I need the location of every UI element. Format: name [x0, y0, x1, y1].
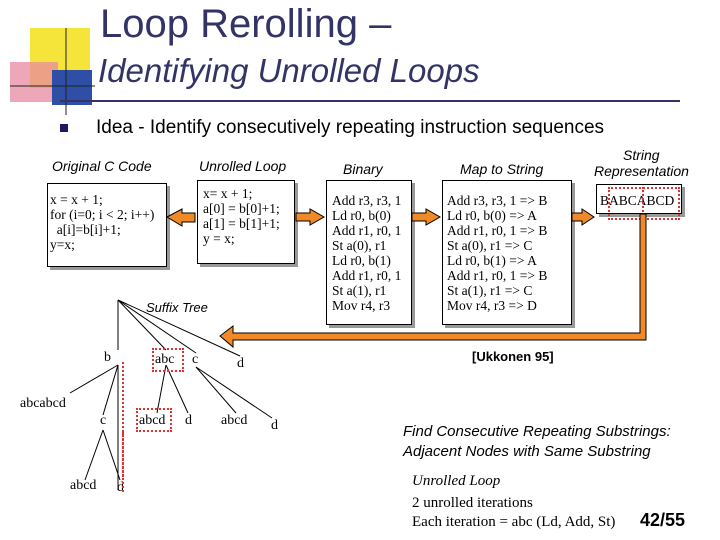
arrow-binary-to-map: [411, 208, 442, 226]
tree-node-d: d: [271, 418, 278, 433]
tree-node-abcabcd: abcabcd: [20, 396, 66, 411]
deco-pink-square: [10, 62, 58, 102]
tree-node-d: d: [185, 413, 192, 428]
binary-code-line: Mov r4, r3: [332, 298, 391, 313]
note-unrolled-loop: Unrolled Loop: [412, 473, 501, 489]
original-code-line: a[i]=b[i]+1;: [50, 222, 121, 237]
map-code-line: St a(0), r1 => C: [447, 238, 533, 253]
bullet-text: Idea - Identify consecutively repeating …: [96, 117, 605, 138]
header-unrolled-loop: Unrolled Loop: [199, 158, 287, 174]
map-to-string-box: [442, 180, 572, 325]
binary-code-line: St a(0), r1: [332, 238, 387, 253]
slide-title-line1: Loop Rerolling –: [100, 2, 392, 46]
arrow-string-to-suffix-tree: [219, 213, 647, 349]
map-code-line: Ld r0, b(1) => A: [447, 253, 537, 268]
tree-node-c: c: [192, 352, 199, 367]
arrow-unrolled-to-original: [165, 208, 196, 227]
unrolled-code-line: a[1] = b[1]+1;: [203, 216, 280, 231]
arrow-unrolled-to-binary: [295, 208, 326, 226]
map-code-line: Add r1, r0, 1 => B: [447, 268, 548, 283]
string-representation-text: BABCABCD: [600, 193, 675, 208]
binary-code-line: Add r3, r3, 1: [332, 193, 402, 208]
header-binary: Binary: [343, 161, 383, 177]
tree-highlight-lower-left: [122, 432, 124, 480]
tree-node-abcd: abcd: [70, 478, 97, 493]
tree-node-abcd: abcd: [221, 413, 248, 428]
tree-highlight-abc: [152, 348, 184, 372]
find-text-line2: Adjacent Nodes with Same Substring: [403, 443, 651, 460]
tree-node-d: d: [237, 356, 244, 371]
tree-node-abcd: abcd: [139, 413, 166, 428]
header-string-rep-line2: Representation: [594, 163, 689, 179]
map-code-line: Add r3, r3, 1 => B: [447, 193, 548, 208]
tree-node-b: b: [104, 350, 111, 365]
tree-node-abc: abc: [155, 352, 175, 367]
header-string-rep-line1: String: [623, 147, 660, 163]
tree-node-c: c: [100, 413, 107, 428]
map-code-line: Mov r4, r3 => D: [447, 298, 537, 313]
original-code-box: [47, 183, 167, 267]
find-text-line1: Find Consecutive Repeating Substrings:: [403, 423, 671, 440]
title-decoration: [10, 28, 95, 115]
slide-title-line2: Identifying Unrolled Loops: [98, 52, 480, 89]
binary-code-line: Ld r0, b(0): [332, 208, 391, 223]
original-code-line: y=x;: [50, 237, 75, 252]
header-map-to-string: Map to String: [460, 161, 544, 177]
original-code-line: x = x + 1;: [50, 192, 103, 207]
deco-blue-square: [52, 70, 92, 105]
tree-node-d: d: [117, 480, 124, 495]
tree-highlight-vertical: [122, 362, 124, 492]
map-code-line: Add r1, r0, 1 => B: [447, 223, 548, 238]
suffix-tree-edges: [69, 299, 273, 490]
map-code-line: St a(1), r1 => C: [447, 283, 533, 298]
unrolled-code-line: x= x + 1;: [203, 186, 253, 201]
binary-code-line: St a(1), r1: [332, 283, 387, 298]
original-code-line: for (i=0; i < 2; i++): [50, 207, 155, 222]
note-each-iteration: Each iteration = abc (Ld, Add, St): [412, 514, 616, 530]
binary-code-line: Ld r0, b(1): [332, 253, 391, 268]
page-number: 42/55: [640, 510, 686, 530]
binary-code-line: Add r1, r0, 1: [332, 268, 402, 283]
title-underline: [60, 100, 680, 102]
map-code-line: Ld r0, b(0) => A: [447, 208, 537, 223]
arrow-map-to-string: [571, 208, 595, 226]
citation-ukkonen: [Ukkonen 95]: [472, 349, 554, 364]
unrolled-code-line: a[0] = b[0]+1;: [203, 201, 280, 216]
binary-code-box: [326, 180, 412, 325]
suffix-tree-title: Suffix Tree: [146, 300, 208, 315]
header-original-c-code: Original C Code: [52, 158, 152, 174]
string-representation-box: [596, 184, 682, 214]
binary-code-line: Add r1, r0, 1: [332, 223, 402, 238]
repeat-divider: [642, 187, 644, 216]
bullet-square: [60, 124, 68, 132]
tree-highlight-abcd: [136, 408, 172, 432]
unrolled-code-line: y = x;: [203, 231, 235, 246]
unrolled-loop-box: [197, 180, 295, 264]
note-iterations: 2 unrolled iterations: [412, 495, 533, 511]
